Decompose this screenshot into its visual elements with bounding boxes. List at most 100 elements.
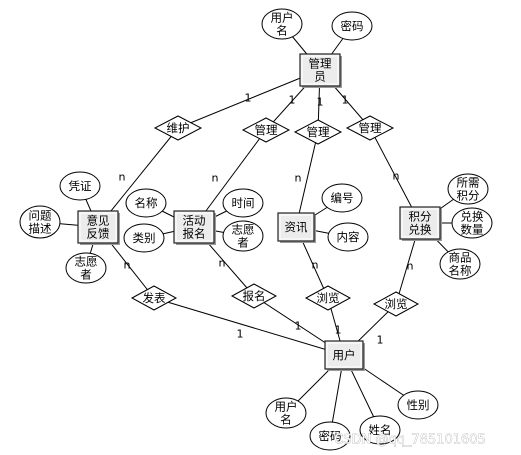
entity-news: 资讯 [277, 212, 316, 243]
label-line: 用户 [333, 348, 356, 362]
label-line: 性别 [407, 398, 430, 412]
relationship-manage-news: 管理 [293, 119, 343, 145]
cardinality-browse-news-1: 1 [335, 324, 342, 337]
watermark: CSDN @qq_785101605 [334, 433, 486, 448]
entity-highlight [401, 208, 439, 238]
relationship-diamond [372, 291, 420, 317]
attribute-activity-name: 名称 [125, 188, 167, 218]
attribute-ellipse [65, 252, 107, 284]
attribute-ellipse [309, 421, 351, 451]
attribute-feedback-voucher: 凭证 [59, 171, 101, 201]
cardinality-manage-activity-1: 1 [289, 94, 296, 107]
entity-box [299, 53, 341, 87]
cardinality-manage-news-n: n [295, 172, 302, 185]
attribute-activity-time: 时间 [222, 188, 264, 218]
label-line: 资讯 [285, 220, 308, 234]
cardinality-manage-activity-n: n [212, 172, 219, 185]
label-line: 用户 [275, 400, 298, 414]
label-line: 员 [314, 70, 326, 84]
label-line: 管理 [307, 125, 330, 139]
attribute-admin-password: 密码 [331, 11, 373, 41]
label-line: 名 [280, 413, 292, 427]
attribute-user-password: 密码 [309, 421, 351, 451]
attribute-ellipse [321, 183, 363, 213]
attribute-ellipse [327, 222, 369, 252]
label-line: 用户 [271, 11, 294, 25]
label-line: 者 [237, 236, 249, 250]
attribute-admin-username: 用户名 [261, 8, 303, 40]
label-line: 积分 [409, 210, 432, 224]
attribute-user-username: 用户名 [265, 397, 307, 429]
label-line: 凭证 [69, 179, 92, 193]
attribute-ellipse [447, 173, 489, 205]
relationship-connector [295, 131, 319, 228]
label-line: 管理 [255, 123, 278, 137]
label-line: 浏览 [385, 297, 408, 311]
relationship-maintain: 维护 [153, 115, 203, 141]
entity-highlight [175, 212, 213, 242]
relationship-diamond [293, 119, 343, 145]
label-line: 管理 [309, 57, 332, 71]
relationship-diamond [304, 285, 352, 311]
label-line: 密码 [341, 19, 364, 33]
attribute-ellipse [265, 397, 307, 429]
entity-highlight [301, 55, 339, 85]
label-line: 志愿 [232, 223, 255, 237]
relationship-publish: 发表 [130, 285, 178, 311]
relationship-diamond [130, 285, 178, 311]
label-line: 名称 [449, 264, 472, 278]
label-line: 编号 [331, 191, 354, 205]
attribute-activity-category: 类别 [123, 223, 165, 253]
attribute-ellipse [59, 171, 101, 201]
cardinality-signup-1: 1 [295, 320, 302, 333]
cardinality-browse-points-1: 1 [377, 334, 384, 347]
label-line: 兑换 [461, 210, 484, 224]
label-line: 密码 [319, 429, 342, 443]
attribute-news-content: 内容 [327, 222, 369, 252]
attribute-ellipse [123, 223, 165, 253]
cardinality-manage-news-1: 1 [317, 96, 324, 109]
relationship-diamond [241, 117, 291, 143]
label-line: 活动 [183, 214, 206, 228]
attribute-user-gender: 性别 [397, 390, 439, 420]
attribute-ellipse [451, 207, 493, 239]
cardinality-publish-n: n [124, 259, 131, 272]
label-line: 维护 [167, 121, 190, 135]
label-line: 描述 [29, 222, 52, 236]
label-line: 问题 [29, 209, 52, 223]
attribute-ellipse [397, 390, 439, 420]
entity-box [399, 206, 441, 240]
label-line: 数量 [461, 223, 484, 237]
label-line: 反馈 [87, 227, 110, 241]
entity-highlight [326, 342, 362, 368]
label-line: 发表 [143, 291, 166, 305]
attribute-ellipse [331, 11, 373, 41]
attribute-activity-volunteer: 志愿者 [222, 220, 264, 252]
relationship-manage-activity: 管理 [241, 117, 291, 143]
label-line: 意见 [87, 214, 110, 228]
entity-box [277, 212, 315, 242]
cardinality-publish-1: 1 [237, 328, 244, 341]
label-line: 所需 [457, 176, 480, 190]
attribute-ellipse [222, 188, 264, 218]
cardinality-manage-points-n: n [393, 170, 400, 183]
label-line: 姓名 [369, 423, 392, 437]
label-line: 管理 [359, 121, 382, 135]
cardinality-signup-n: n [219, 257, 226, 270]
label-line: 类别 [133, 231, 156, 245]
cardinality-maintain-1: 1 [245, 92, 252, 105]
label-line: 内容 [337, 230, 360, 244]
attribute-ellipse [222, 220, 264, 252]
label-line: 报名 [243, 289, 266, 303]
attribute-user-name: 姓名 [359, 415, 401, 445]
cardinality-manage-points-1: 1 [342, 94, 349, 107]
relationship-connector [153, 297, 345, 356]
relationship-connector [177, 69, 321, 129]
relationship-browse-news: 浏览 [304, 285, 352, 311]
